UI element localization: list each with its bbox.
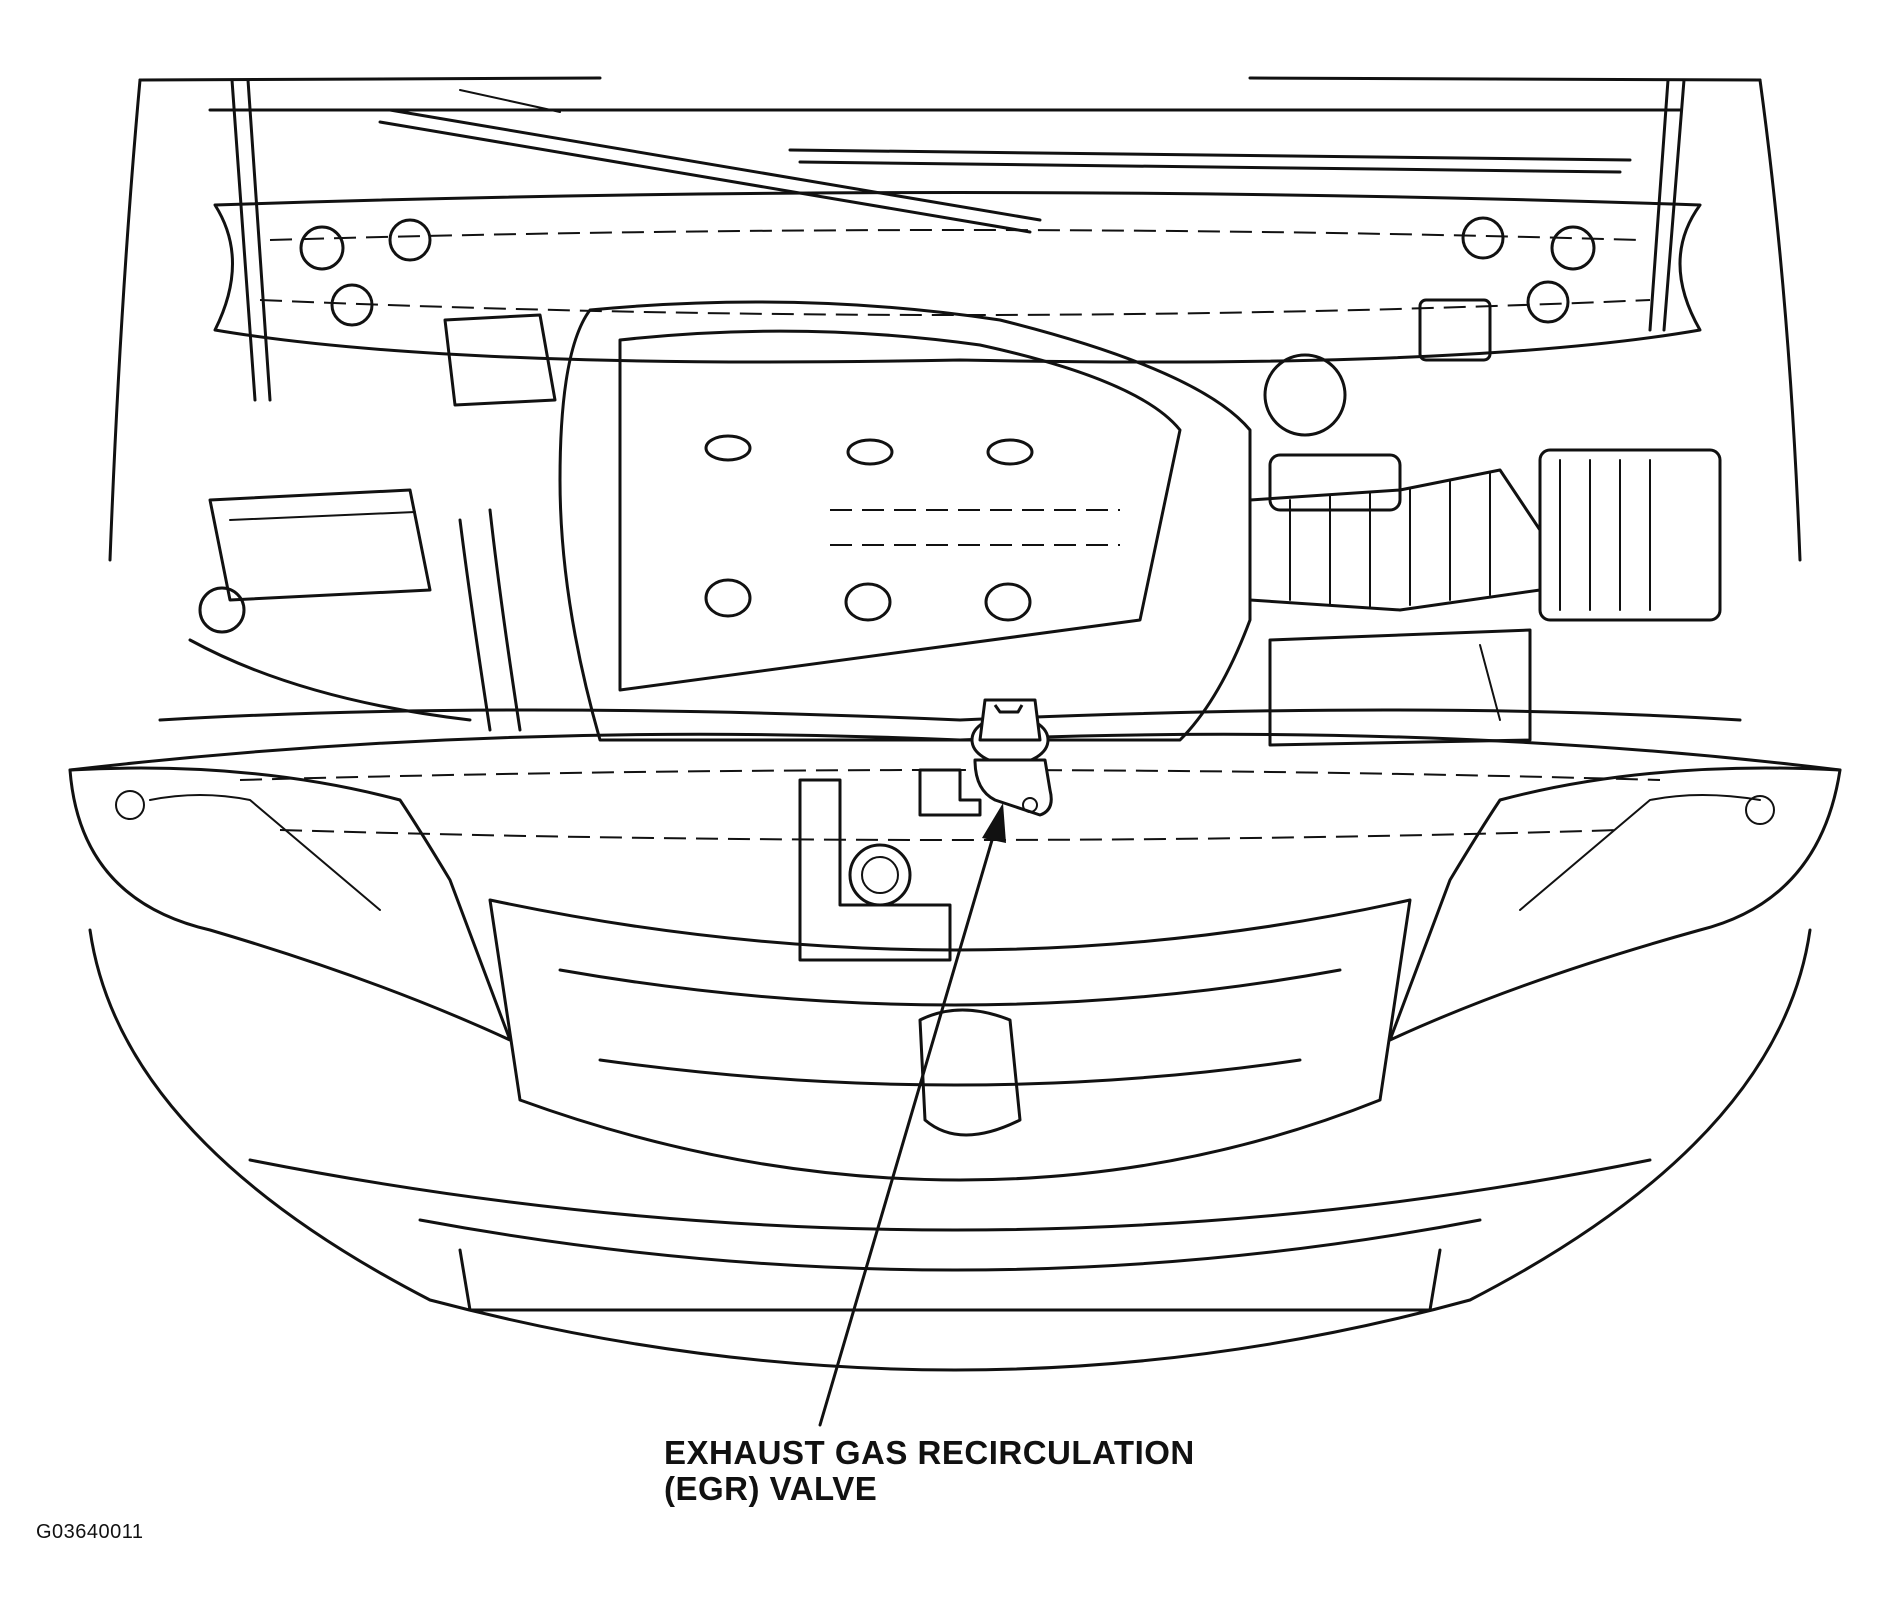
figure-id: G03640011	[36, 1521, 144, 1543]
windshield-wipers	[378, 89, 1632, 234]
grille	[488, 898, 1412, 1182]
left-engine-components	[188, 313, 557, 732]
egr-valve-label: EXHAUST GAS RECIRCULATION (EGR) VALVE	[664, 1435, 1195, 1507]
egr-valve	[970, 698, 1053, 817]
front-bumper	[88, 928, 1812, 1372]
radiator-support	[68, 708, 1842, 962]
left-headlight	[68, 766, 512, 1042]
hood	[108, 76, 1802, 562]
callout-leader	[818, 803, 1006, 1427]
engine-cover	[558, 300, 1252, 742]
cowl-panel	[213, 191, 1702, 364]
egr-label-line2: (EGR) VALVE	[664, 1470, 878, 1507]
egr-label-line1: EXHAUST GAS RECIRCULATION	[664, 1434, 1195, 1471]
right-headlight	[1388, 766, 1842, 1042]
air-intake	[1248, 353, 1722, 622]
